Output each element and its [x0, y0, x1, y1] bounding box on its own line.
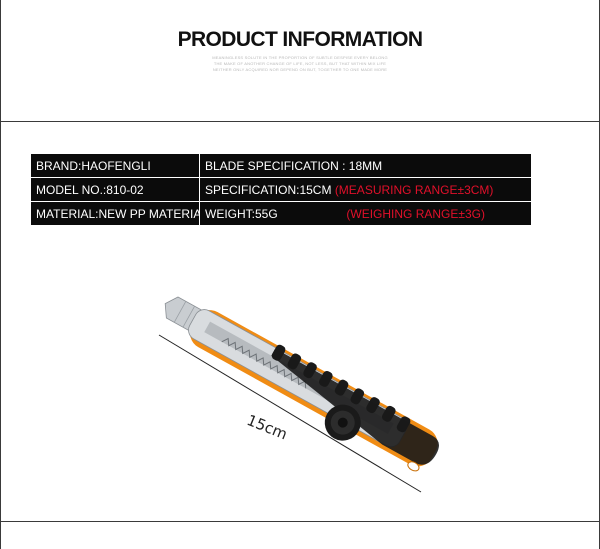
spec-table: BRAND:HAOFENGLI BLADE SPECIFICATION : 18… [30, 153, 532, 226]
spec-brand: BRAND:HAOFENGLI [30, 153, 200, 178]
table-row: MATERIAL:NEW PP MATERIAL WEIGHT:55G (WEI… [30, 201, 532, 226]
subtitle-line: MEANINGLESS SOLUTE IN THE PROPORTION OF … [212, 55, 388, 60]
spec-weight-note: (WEIGHING RANGE±3G) [346, 206, 485, 221]
spec-blade: BLADE SPECIFICATION : 18MM [199, 153, 532, 178]
spec-weight-value: WEIGHT:55G [205, 206, 278, 221]
subtitle-line: THE MAKE OF ANOTHER CHANGE OF LIFE, NOT … [213, 61, 387, 66]
spec-model: MODEL NO.:810-02 [30, 177, 200, 202]
spec-size-value: SPECIFICATION:15CM [205, 182, 332, 197]
spec-size-note: (MEASURING RANGE±3CM) [334, 182, 494, 197]
page-title: PRODUCT INFORMATION [177, 28, 423, 51]
frame-left-border [0, 0, 1, 549]
spec-blade-value: BLADE SPECIFICATION : 18MM [205, 158, 383, 173]
table-row: MODEL NO.:810-02 SPECIFICATION:15CM (MEA… [30, 177, 532, 202]
section-divider-bottom [0, 521, 600, 522]
spec-material: MATERIAL:NEW PP MATERIAL [30, 201, 200, 226]
dimension-line [158, 334, 422, 493]
subtitle-line: NEITHER ONLY ACQUIRED NOR DEPEND ON BUT,… [212, 67, 388, 72]
knife-grip [271, 344, 439, 465]
table-row: BRAND:HAOFENGLI BLADE SPECIFICATION : 18… [30, 153, 532, 178]
spec-size: SPECIFICATION:15CM (MEASURING RANGE±3CM) [199, 177, 532, 202]
hang-hole [407, 461, 420, 472]
section-divider-top [0, 121, 600, 122]
spec-weight: WEIGHT:55G (WEIGHING RANGE±3G) [199, 201, 532, 226]
page-subtitle: MEANINGLESS SOLUTE IN THE PROPORTION OF … [0, 55, 600, 73]
